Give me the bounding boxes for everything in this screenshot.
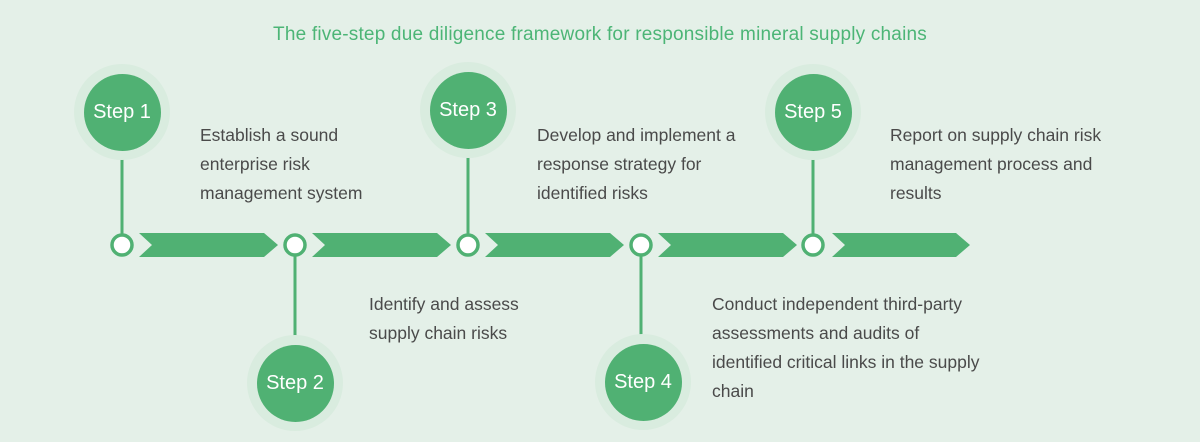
timeline-arrow-1 bbox=[139, 233, 278, 257]
step-2-halo: Step 2 bbox=[247, 335, 343, 431]
step-4-description: Conduct independent third-party assessme… bbox=[712, 294, 980, 401]
timeline-arrow-4 bbox=[658, 233, 797, 257]
timeline-arrow-2 bbox=[312, 233, 451, 257]
timeline-node-2 bbox=[283, 233, 307, 257]
timeline-node-4 bbox=[629, 233, 653, 257]
timeline-arrow-5 bbox=[832, 233, 970, 257]
step-3-description: Develop and implement a response strateg… bbox=[537, 125, 736, 203]
step-4-badge: Step 4 bbox=[604, 343, 682, 421]
step-5-badge: Step 5 bbox=[774, 73, 852, 151]
step-1-badge: Step 1 bbox=[83, 73, 161, 151]
step-5-description: Report on supply chain risk management p… bbox=[890, 125, 1102, 203]
step-3-halo: Step 3 bbox=[420, 62, 516, 158]
step-3-badge: Step 3 bbox=[429, 71, 507, 149]
diagram-title: The five-step due diligence framework fo… bbox=[273, 24, 927, 45]
step-2-badge: Step 2 bbox=[256, 344, 334, 422]
step-5-halo: Step 5 bbox=[765, 64, 861, 160]
step-2-description: Identify and assess supply chain risks bbox=[369, 294, 519, 343]
timeline-arrow-3 bbox=[485, 233, 624, 257]
step-1-halo: Step 1 bbox=[74, 64, 170, 160]
timeline-node-1 bbox=[110, 233, 134, 257]
timeline-node-5 bbox=[801, 233, 825, 257]
timeline-node-3 bbox=[456, 233, 480, 257]
step-1-description: Establish a sound enterprise risk manage… bbox=[200, 125, 363, 203]
step-4-halo: Step 4 bbox=[595, 334, 691, 430]
